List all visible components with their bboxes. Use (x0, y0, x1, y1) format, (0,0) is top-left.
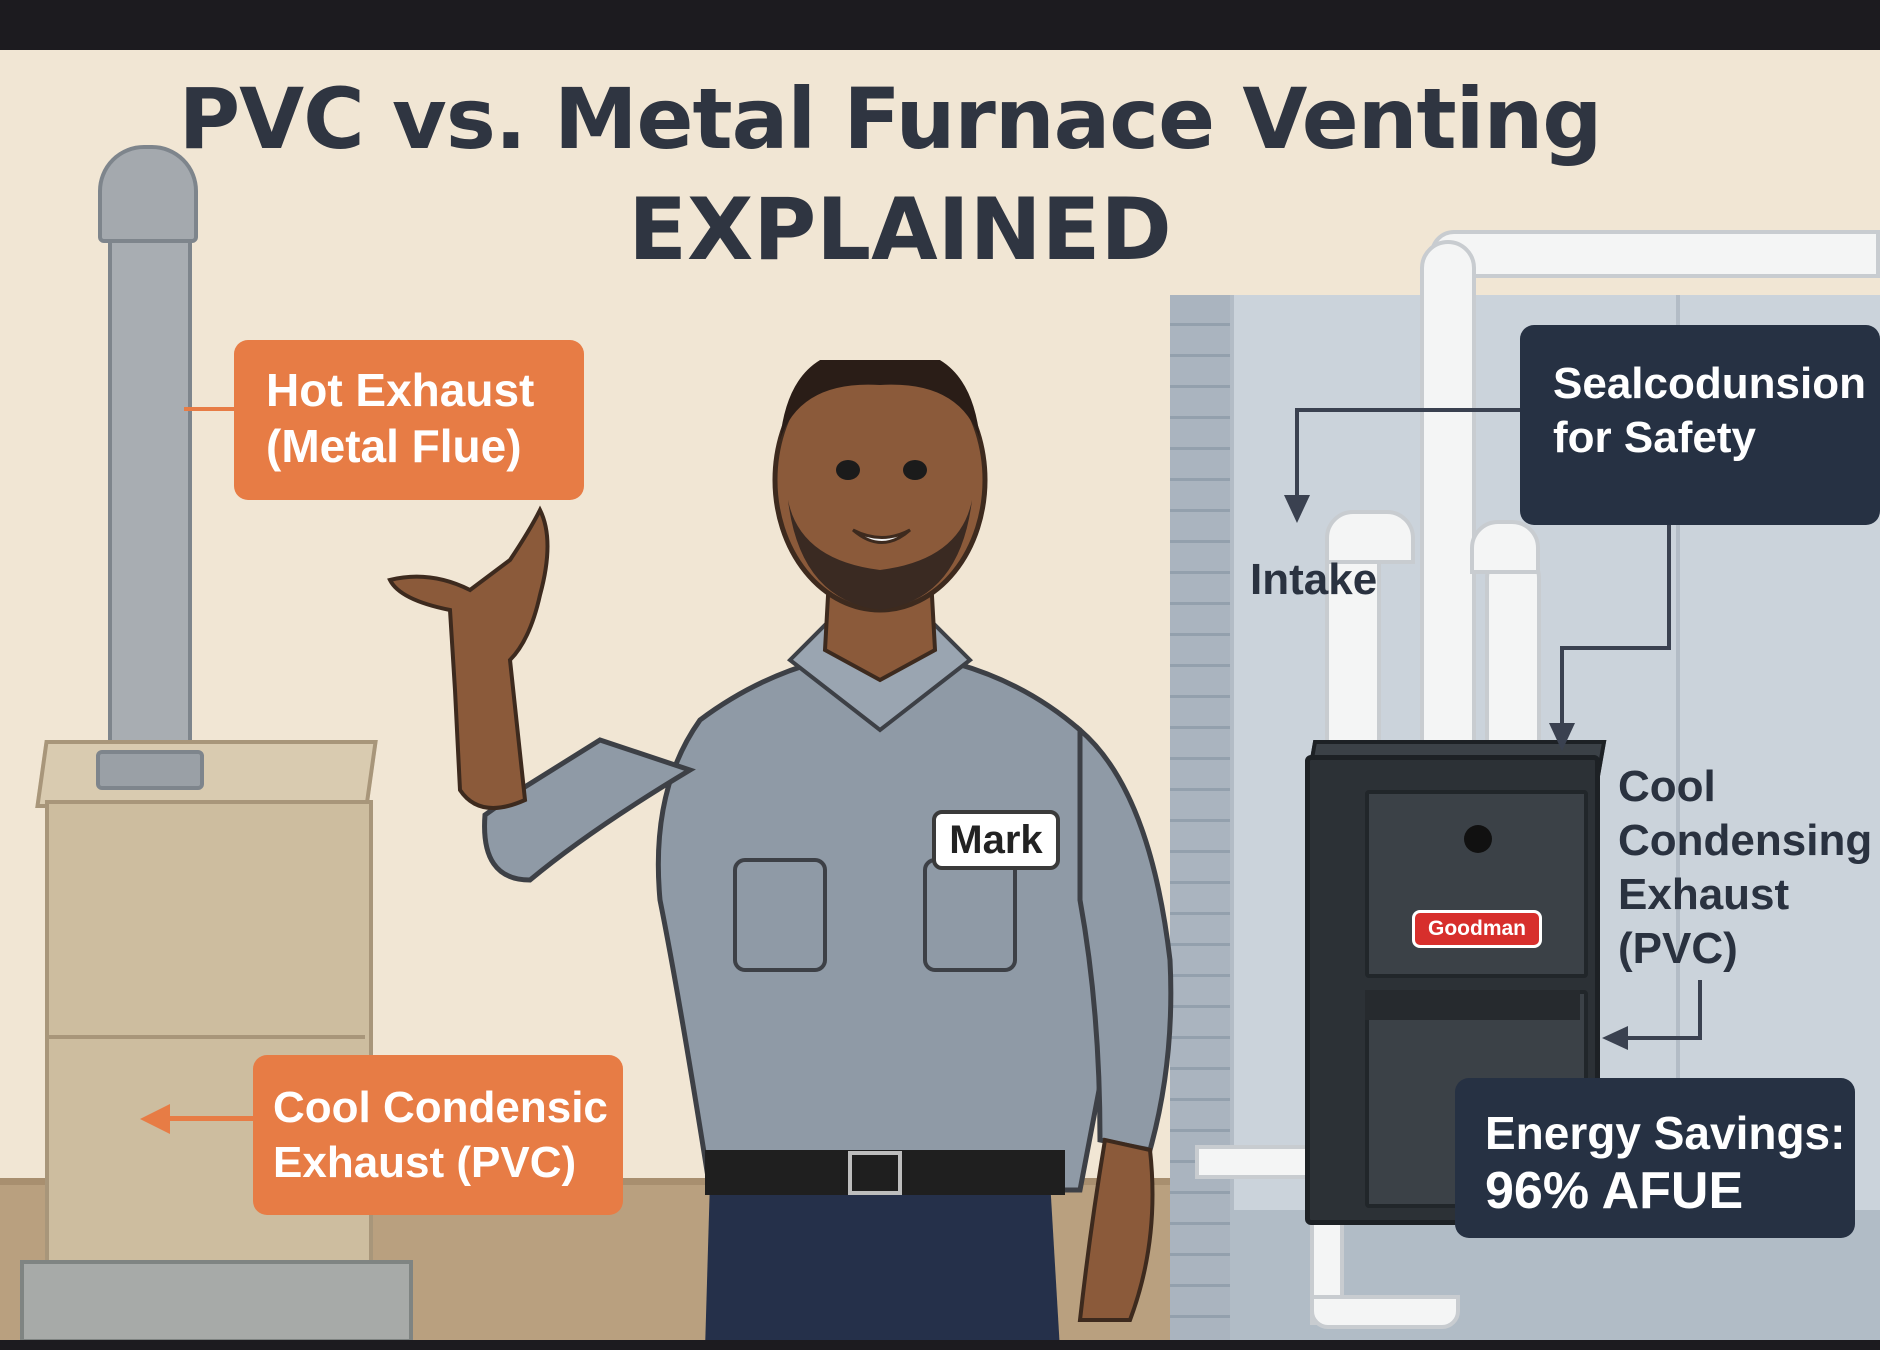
cool-condensic-callout: Cool Condensic Exhaust (PVC) (253, 1055, 623, 1215)
metal-flue-pipe (108, 215, 192, 783)
cool-condensing-leader-v (1698, 980, 1702, 1040)
arrow-left-icon (140, 1104, 170, 1134)
cool-condensing-line-3: Exhaust (1618, 870, 1790, 919)
cool-condensing-line-1: Cool (1618, 762, 1716, 811)
hot-exhaust-callout: Hot Exhaust (Metal Flue) (234, 340, 584, 500)
pvc-pipe-top (1430, 230, 1880, 278)
intake-label: Intake (1250, 555, 1378, 604)
left-eye (836, 460, 860, 480)
belt-buckle (848, 1151, 902, 1195)
seal-exhaust-leader-v (1560, 646, 1564, 726)
beard (788, 500, 972, 610)
metal-flue-collar (96, 750, 204, 790)
pvc-pipe-vertical (1420, 240, 1476, 750)
belt (705, 1150, 1065, 1195)
condensate-drain-trap (1310, 1295, 1460, 1329)
cool-condensing-label: Cool Condensing Exhaust (PVC) (1618, 760, 1872, 976)
seal-line-2: for Safety (1553, 413, 1756, 462)
raised-arm-sleeve (482, 737, 696, 883)
furnace-upper-panel (1365, 790, 1588, 978)
right-eye (903, 460, 927, 480)
title-line-1: PVC vs. Metal Furnace Venting (178, 70, 1603, 168)
name-badge: Mark (932, 810, 1060, 870)
shirt (655, 647, 1123, 1193)
furnace-brand-badge: Goodman (1412, 910, 1542, 948)
pvc-exhaust-pipe (1485, 550, 1541, 765)
wall-seam (1676, 295, 1680, 1215)
lower-hand (1077, 1137, 1155, 1322)
energy-line-1: Energy Savings: (1485, 1107, 1846, 1159)
old-furnace-divider (45, 1035, 365, 1039)
hot-exhaust-line-2: (Metal Flue) (266, 420, 522, 472)
screen-bezel-bottom (0, 1340, 1880, 1350)
raised-hand (387, 505, 550, 810)
hot-exhaust-leader (184, 407, 236, 411)
cool-condensic-arrow (165, 1116, 255, 1121)
cool-condensing-leader-h (1626, 1036, 1702, 1040)
old-furnace-base (20, 1260, 413, 1343)
arrow-down-icon (1549, 723, 1575, 751)
pvc-exhaust-elbow (1470, 520, 1540, 574)
hair (780, 360, 980, 440)
cool-condensing-line-4: (PVC) (1618, 924, 1738, 973)
seal-safety-callout: Sealcodunsion for Safety (1520, 325, 1880, 525)
arrow-down-icon (1284, 495, 1310, 523)
lower-arm-sleeve (1077, 724, 1174, 1153)
illustration-canvas: PVC vs. Metal Furnace Venting EXPLAINED … (0, 50, 1880, 1350)
left-pocket (733, 858, 827, 972)
intake-leader-vertical (1295, 408, 1299, 498)
cool-condensing-line-2: Condensing (1618, 816, 1873, 865)
seal-to-intake-leader (1295, 408, 1525, 412)
metal-flue-cap (98, 145, 198, 243)
cool-condensic-line-1: Cool Condensic (273, 1083, 608, 1132)
seal-to-exhaust-leader (1667, 520, 1671, 650)
energy-savings-callout: Energy Savings: 96% AFUE (1455, 1078, 1855, 1238)
seal-exhaust-leader-h (1560, 646, 1670, 650)
hot-exhaust-line-1: Hot Exhaust (266, 364, 535, 416)
pants (705, 1180, 1060, 1350)
furnace-vent-slot (1365, 990, 1580, 1020)
energy-line-2: 96% AFUE (1485, 1162, 1744, 1220)
title-line-2: EXPLAINED (628, 180, 1172, 280)
technician-illustration (387, 360, 1174, 1350)
seal-line-1: Sealcodunsion (1553, 359, 1866, 408)
right-pocket (923, 858, 1017, 972)
furnace-knob-icon (1464, 825, 1492, 853)
arrow-left-icon (1602, 1026, 1628, 1050)
old-furnace-top (35, 740, 378, 808)
pvc-intake-elbow (1325, 510, 1415, 564)
smile (852, 528, 911, 544)
cool-condensic-line-2: Exhaust (PVC) (273, 1138, 577, 1187)
